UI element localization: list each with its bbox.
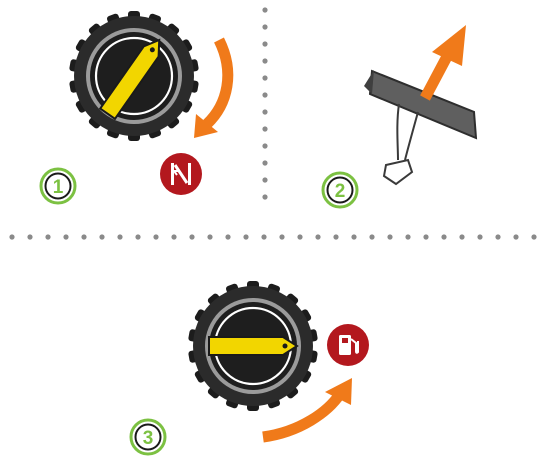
divider-dot [117,234,122,239]
divider-dot [459,234,464,239]
divider-dot [262,7,267,12]
lever-handle [364,70,476,184]
divider-dot [369,234,374,239]
divider-dot [262,24,267,29]
divider-dot [99,234,104,239]
divider-dot [495,234,500,239]
divider-dot [387,234,392,239]
divider-dot [262,177,267,182]
divider-dot [207,234,212,239]
knob-3-pointer [209,337,297,355]
divider-dot [63,234,68,239]
divider-dot [262,109,267,114]
curved-arrow-icon [194,40,228,138]
divider-dot [261,234,266,239]
divider-dot [262,75,267,80]
panel-2: 2 [323,25,476,207]
panel-3: 3 [131,281,369,454]
divider-dot [513,234,518,239]
divider-dot [333,234,338,239]
step-1-number: 1 [53,177,64,198]
divider-dot [531,234,536,239]
divider-dot [262,41,267,46]
divider-dot [351,234,356,239]
step-3-badge: 3 [131,420,165,454]
divider-dot [135,234,140,239]
divider-dot [279,234,284,239]
divider-dot [9,234,14,239]
straight-arrow-icon [425,25,466,98]
step-2-number: 2 [335,181,346,202]
divider-dot [262,126,267,131]
divider-dot [45,234,50,239]
divider-dot [189,234,194,239]
knob-1 [69,11,199,141]
panel-1: 1 [41,11,228,203]
divider-dot [225,234,230,239]
divider-dot [262,92,267,97]
divider-dot [262,160,267,165]
step-1-badge: 1 [41,169,75,203]
divider-vertical [262,7,267,199]
step-3-number: 3 [143,428,154,449]
divider-dot [315,234,320,239]
divider-dot [477,234,482,239]
divider-dot [262,58,267,63]
step-2-badge: 2 [323,173,357,207]
fuel-pump-icon [327,324,369,366]
divider-dot [423,234,428,239]
divider-dot [405,234,410,239]
divider-dot [153,234,158,239]
no-cooling-icon [160,153,202,195]
divider-horizontal [9,234,536,239]
divider-dot [243,234,248,239]
divider-dot [262,194,267,199]
divider-dot [27,234,32,239]
knob-3 [188,281,318,411]
divider-dot [262,143,267,148]
divider-dot [171,234,176,239]
divider-dot [81,234,86,239]
divider-dot [441,234,446,239]
divider-dot [297,234,302,239]
